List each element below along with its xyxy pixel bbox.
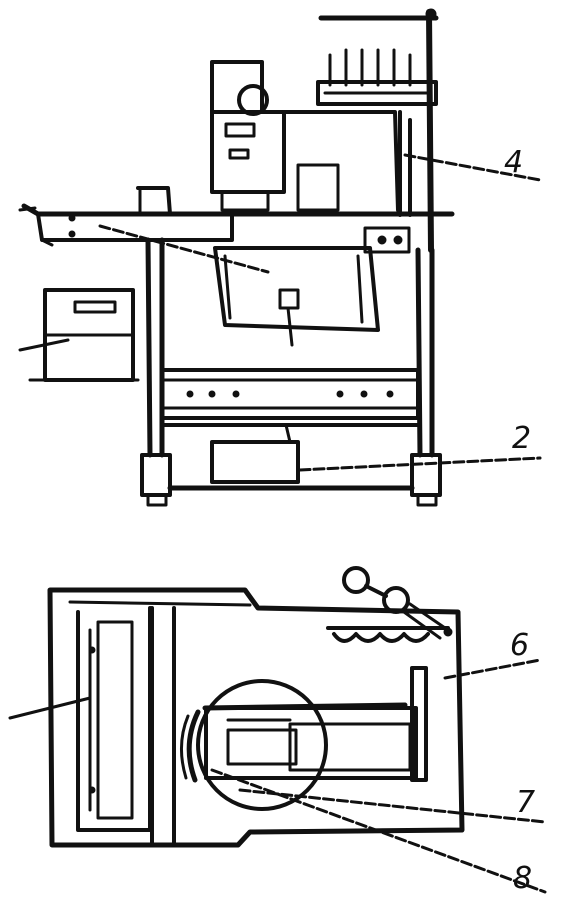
table-frame [140,237,442,507]
top-view [8,566,547,894]
front-view [18,8,542,507]
machine-head [210,60,412,217]
side-drawer [28,288,140,382]
callout-6: 6 [510,628,529,663]
callout-2: 2 [512,421,531,456]
callout-8: 8 [513,861,532,896]
callout-7: 7 [516,785,535,820]
table-top [21,186,455,254]
thread-stand [316,8,439,253]
front-leader-lines [18,153,542,472]
top-leader-lines [8,658,547,894]
callout-4: 4 [504,145,523,180]
machine-bed [213,246,380,347]
